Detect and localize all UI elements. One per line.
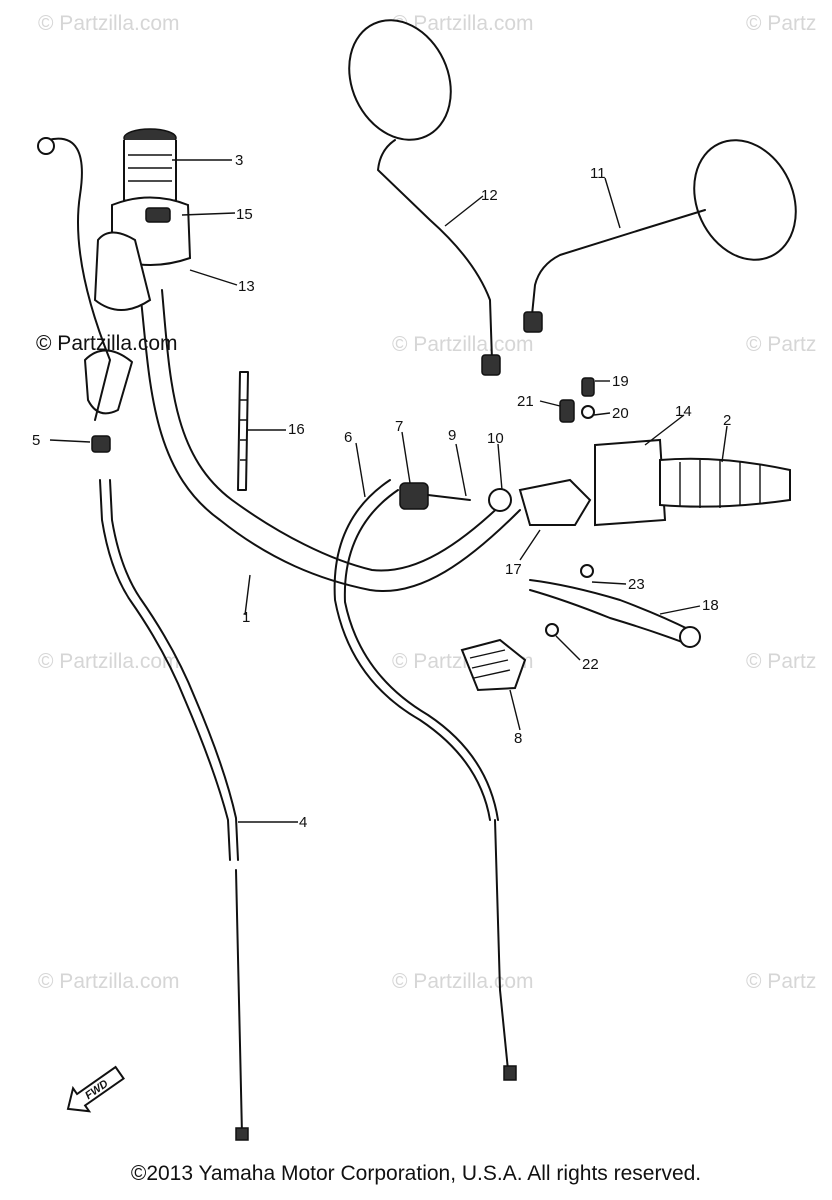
watermark: © Partz bbox=[746, 650, 817, 673]
watermark-main: © Partzilla.com bbox=[36, 332, 178, 355]
callout-8: 8 bbox=[514, 730, 522, 747]
callout-20: 20 bbox=[612, 405, 629, 422]
callout-5: 5 bbox=[32, 432, 40, 449]
callout-18: 18 bbox=[702, 597, 719, 614]
callout-10: 10 bbox=[487, 430, 504, 447]
callout-15: 15 bbox=[236, 206, 253, 223]
fwd-arrow-icon: FWD bbox=[66, 1065, 125, 1113]
left-throttle-assembly bbox=[37, 128, 192, 421]
callout-23: 23 bbox=[628, 576, 645, 593]
callout-7: 7 bbox=[395, 418, 403, 435]
watermark: © Partzilla.com bbox=[392, 970, 534, 993]
watermark: © Partzilla.com bbox=[392, 12, 534, 35]
cable-right bbox=[333, 479, 517, 1081]
callout-4: 4 bbox=[299, 814, 307, 831]
callout-11: 11 bbox=[590, 165, 606, 182]
handlebar-part bbox=[139, 289, 521, 593]
watermark: © Partz bbox=[746, 333, 817, 356]
callout-19: 19 bbox=[612, 373, 629, 390]
nut-part bbox=[91, 435, 111, 453]
watermark: © Partzilla.com bbox=[38, 12, 180, 35]
callout-3: 3 bbox=[235, 152, 243, 169]
right-mirror-part bbox=[523, 139, 797, 333]
watermark: © Partz bbox=[746, 12, 817, 35]
leader-lines bbox=[49, 159, 728, 823]
watermark: © Partz bbox=[746, 970, 817, 993]
callout-14: 14 bbox=[675, 403, 692, 420]
callout-6: 6 bbox=[344, 429, 352, 446]
callout-22: 22 bbox=[582, 656, 599, 673]
right-brake-assembly bbox=[399, 377, 791, 648]
watermark: © Partzilla.com bbox=[392, 333, 534, 356]
callout-labels: 1 2 3 4 5 6 7 8 9 10 11 12 13 14 15 16 1… bbox=[32, 152, 731, 831]
cable-strap-part bbox=[237, 371, 249, 491]
callout-13: 13 bbox=[238, 278, 255, 295]
callout-16: 16 bbox=[288, 421, 305, 438]
watermark: © Partzilla.com bbox=[38, 970, 180, 993]
callout-9: 9 bbox=[448, 427, 456, 444]
left-mirror-part bbox=[348, 19, 501, 376]
watermark: © Partzilla.com bbox=[38, 650, 180, 673]
copyright-notice: ©2013 Yamaha Motor Corporation, U.S.A. A… bbox=[130, 1162, 702, 1185]
callout-17: 17 bbox=[505, 561, 522, 578]
cable-left bbox=[99, 479, 249, 1141]
callout-12: 12 bbox=[481, 187, 498, 204]
callout-1: 1 bbox=[242, 609, 250, 626]
callout-2: 2 bbox=[723, 412, 731, 429]
callout-21: 21 bbox=[517, 393, 534, 410]
switch-part bbox=[460, 638, 527, 692]
